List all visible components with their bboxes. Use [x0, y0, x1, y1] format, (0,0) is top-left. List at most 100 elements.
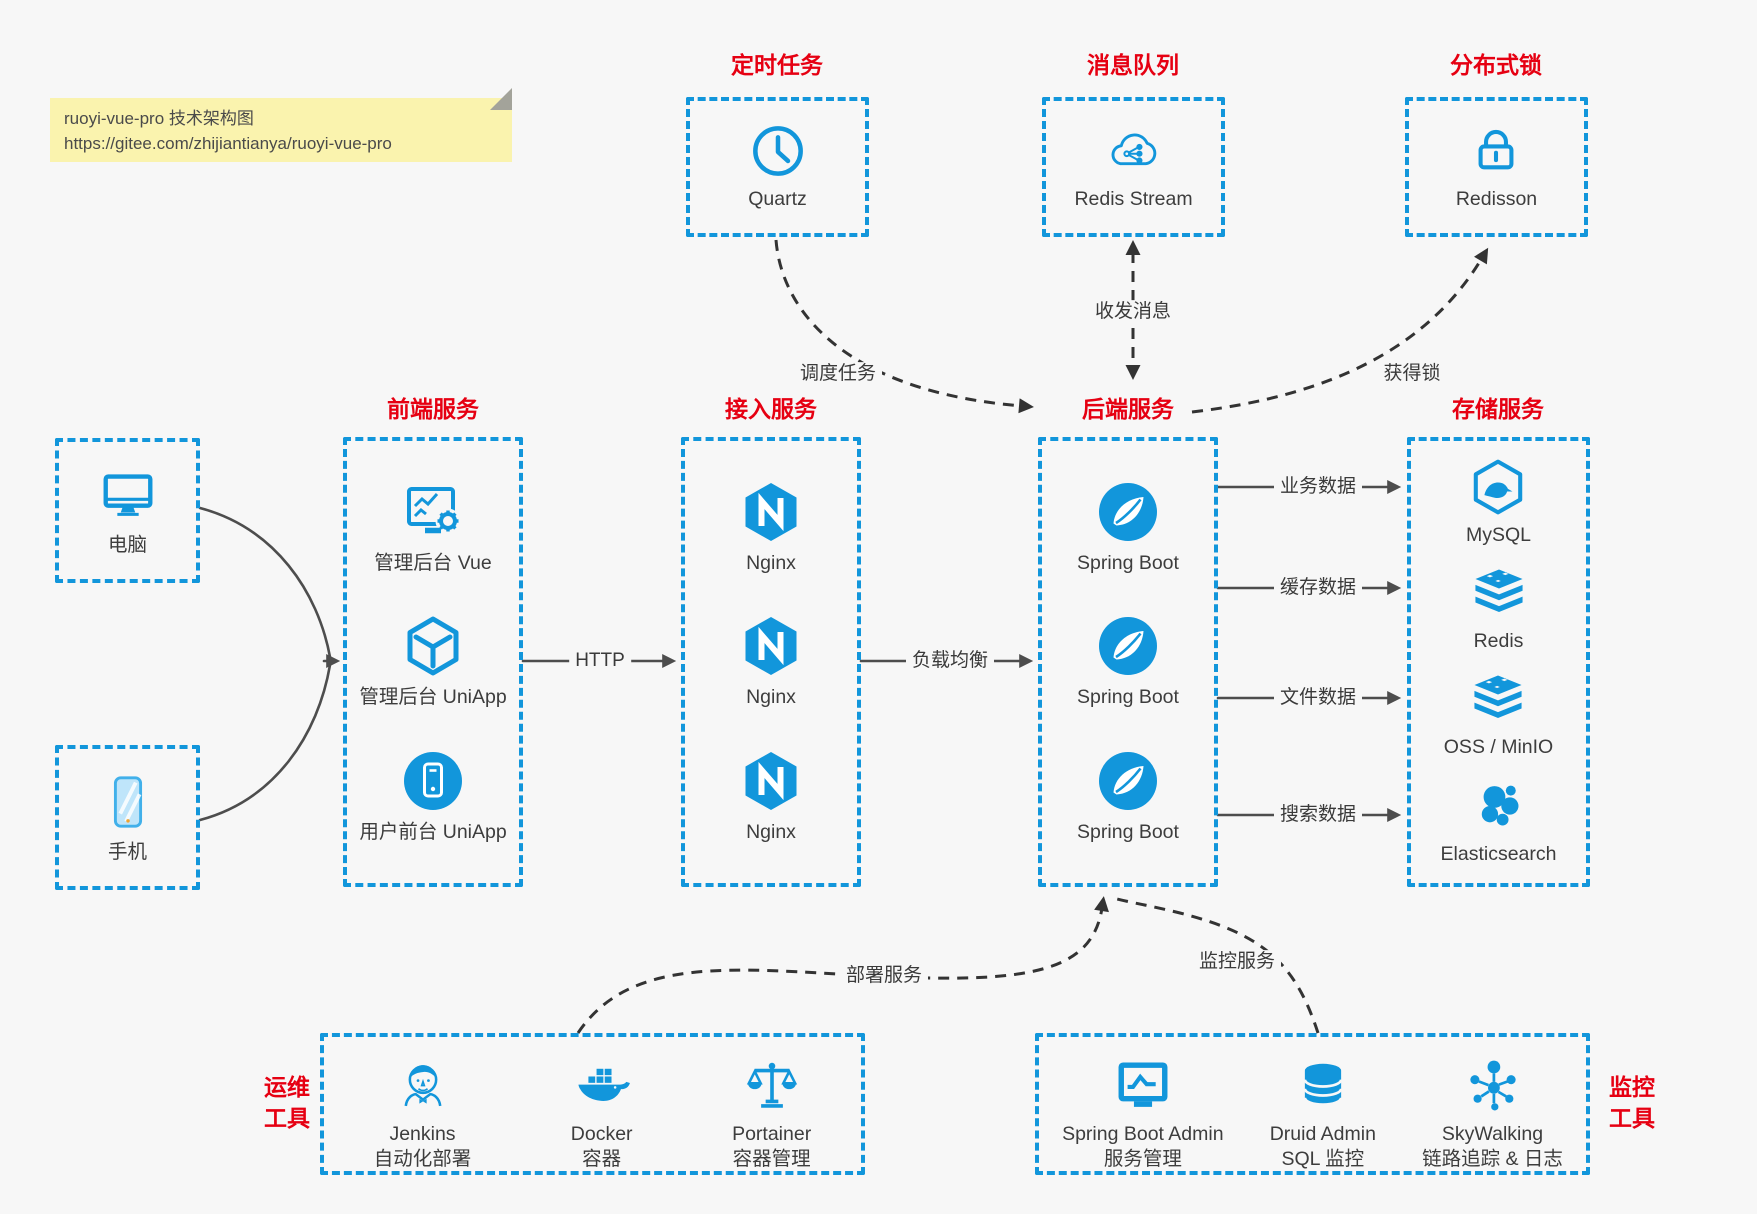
skywalking-label: SkyWalking — [1441, 1123, 1544, 1145]
monitoring-title-line2: 工具 — [1609, 1105, 1655, 1131]
edge-label-schedule: 调度任务 — [793, 362, 883, 386]
monitoring-item-druid: Druid Admin SQL 监控 — [1270, 1057, 1376, 1172]
nginx-icon — [739, 749, 803, 813]
column-title-frontend: 前端服务 — [387, 396, 479, 422]
portainer-label: Portainer — [732, 1123, 812, 1145]
jenkins-sublabel: 自动化部署 — [373, 1148, 472, 1171]
group-title-ops-tools: 运维 工具 — [264, 1072, 310, 1134]
phone-client-item: 手机 — [97, 771, 159, 864]
user-app-icon — [401, 749, 465, 813]
phone-client-label: 手机 — [107, 840, 147, 863]
frontend-label-admin-uniapp: 管理后台 UniApp — [359, 686, 507, 709]
druid-icon — [1294, 1057, 1352, 1115]
storage-item-mysql: MySQL — [1466, 458, 1531, 547]
storage-label-mysql: MySQL — [1465, 523, 1531, 546]
edge-label-search-data: 搜索数据 — [1273, 803, 1363, 827]
edge-lock — [1191, 247, 1489, 414]
edge-phone-to-frontend — [198, 663, 332, 822]
backend-label-spring-2: Spring Boot — [1077, 686, 1179, 709]
storage-label-oss: OSS / MinIO — [1443, 736, 1554, 759]
sba-sublabel: 服务管理 — [1103, 1148, 1182, 1171]
gateway-label-nginx-1: Nginx — [746, 551, 796, 574]
group-title-distributed-lock: 分布式锁 — [1450, 52, 1542, 78]
storage-box: MySQL Redis OSS / MinIO Elasticsearch — [1407, 437, 1590, 887]
note-fold-corner — [490, 88, 512, 110]
spring-icon — [1096, 749, 1160, 813]
backend-item-spring-3: Spring Boot — [1077, 749, 1179, 844]
gateway-label-nginx-3: Nginx — [746, 820, 796, 843]
backend-item-spring-1: Spring Boot — [1077, 480, 1179, 575]
clock-icon — [749, 122, 807, 180]
quartz-item: Quartz — [748, 122, 807, 211]
frontend-label-admin-vue: 管理后台 Vue — [374, 551, 492, 574]
edge-label-file-data: 文件数据 — [1273, 686, 1363, 710]
edge-label-load-balance: 负载均衡 — [905, 649, 995, 673]
portainer-sublabel: 容器管理 — [732, 1148, 811, 1171]
note-title: ruoyi-vue-pro 技术架构图 — [64, 109, 254, 128]
uniapp-cube-icon — [401, 614, 465, 678]
frontend-item-admin-uniapp: 管理后台 UniApp — [359, 614, 507, 709]
column-title-gateway: 接入服务 — [725, 396, 817, 422]
oss-icon — [1469, 670, 1527, 728]
druid-label: Druid Admin — [1269, 1123, 1376, 1145]
group-title-monitoring-tools: 监控 工具 — [1609, 1072, 1655, 1134]
redisson-label: Redisson — [1455, 188, 1538, 211]
jenkins-icon — [394, 1057, 452, 1115]
nginx-icon — [739, 480, 803, 544]
ops-title-line1: 运维 — [264, 1074, 310, 1100]
redisson-box: Redisson — [1405, 97, 1588, 237]
lock-icon — [1467, 122, 1525, 180]
redis-stream-box: Redis Stream — [1042, 97, 1225, 237]
ops-title-line2: 工具 — [264, 1105, 310, 1131]
jenkins-label: Jenkins — [389, 1123, 456, 1145]
edge-pc-to-frontend — [198, 506, 332, 659]
redis-stream-item: Redis Stream — [1074, 122, 1193, 211]
edge-label-monitor: 监控服务 — [1192, 950, 1282, 974]
gateway-item-nginx-2: Nginx — [739, 614, 803, 709]
ops-item-docker: Docker 容器 — [571, 1057, 633, 1172]
monitoring-title-line1: 监控 — [1609, 1074, 1655, 1100]
backend-item-spring-2: Spring Boot — [1077, 614, 1179, 709]
docker-icon — [573, 1057, 631, 1115]
quartz-box: Quartz — [686, 97, 869, 237]
admin-vue-icon — [401, 480, 465, 544]
gateway-item-nginx-3: Nginx — [739, 749, 803, 844]
phone-client-box: 手机 — [55, 745, 200, 890]
docker-label: Docker — [570, 1123, 633, 1145]
redisson-item: Redisson — [1456, 122, 1537, 211]
skywalking-sublabel: 链路追踪 & 日志 — [1422, 1148, 1563, 1171]
storage-label-redis: Redis — [1473, 630, 1524, 653]
monitoring-item-skywalking: SkyWalking 链路追踪 & 日志 — [1422, 1057, 1563, 1172]
storage-item-elasticsearch: Elasticsearch — [1440, 777, 1557, 866]
mysql-icon — [1469, 458, 1527, 516]
storage-item-redis: Redis — [1470, 564, 1528, 653]
monitoring-item-sba: Spring Boot Admin 服务管理 — [1062, 1057, 1224, 1172]
sticky-note: ruoyi-vue-pro 技术架构图 https://gitee.com/zh… — [50, 88, 512, 162]
edge-label-message: 收发消息 — [1088, 300, 1178, 324]
backend-box: Spring Boot Spring Boot Spring Boot — [1038, 437, 1218, 887]
pc-client-box: 电脑 — [55, 438, 200, 583]
mobile-icon — [97, 771, 159, 833]
storage-item-oss: OSS / MinIO — [1444, 670, 1553, 759]
gateway-label-nginx-2: Nginx — [746, 686, 796, 709]
gateway-item-nginx-1: Nginx — [739, 480, 803, 575]
ops-item-portainer: Portainer 容器管理 — [732, 1057, 811, 1172]
note-url: https://gitee.com/zhijiantianya/ruoyi-vu… — [64, 133, 392, 153]
storage-label-elasticsearch: Elasticsearch — [1440, 842, 1557, 865]
pc-client-label: 电脑 — [107, 533, 147, 556]
monitoring-tools-box: Spring Boot Admin 服务管理 Druid Admin SQL 监… — [1035, 1033, 1590, 1175]
ops-tools-box: Jenkins 自动化部署 Docker 容器 Portainer 容器管理 — [320, 1033, 865, 1175]
edge-label-cache-data: 缓存数据 — [1273, 576, 1363, 600]
docker-sublabel: 容器 — [582, 1148, 622, 1171]
spring-boot-admin-icon — [1114, 1057, 1172, 1115]
column-title-backend: 后端服务 — [1082, 396, 1174, 422]
nginx-icon — [739, 614, 803, 678]
edge-label-business-data: 业务数据 — [1273, 475, 1363, 499]
quartz-label: Quartz — [748, 188, 807, 211]
backend-label-spring-1: Spring Boot — [1077, 551, 1179, 574]
gateway-box: Nginx Nginx Nginx — [681, 437, 861, 887]
spring-icon — [1096, 614, 1160, 678]
frontend-item-user-uniapp: 用户前台 UniApp — [359, 749, 507, 844]
edge-label-http: HTTP — [569, 649, 631, 673]
